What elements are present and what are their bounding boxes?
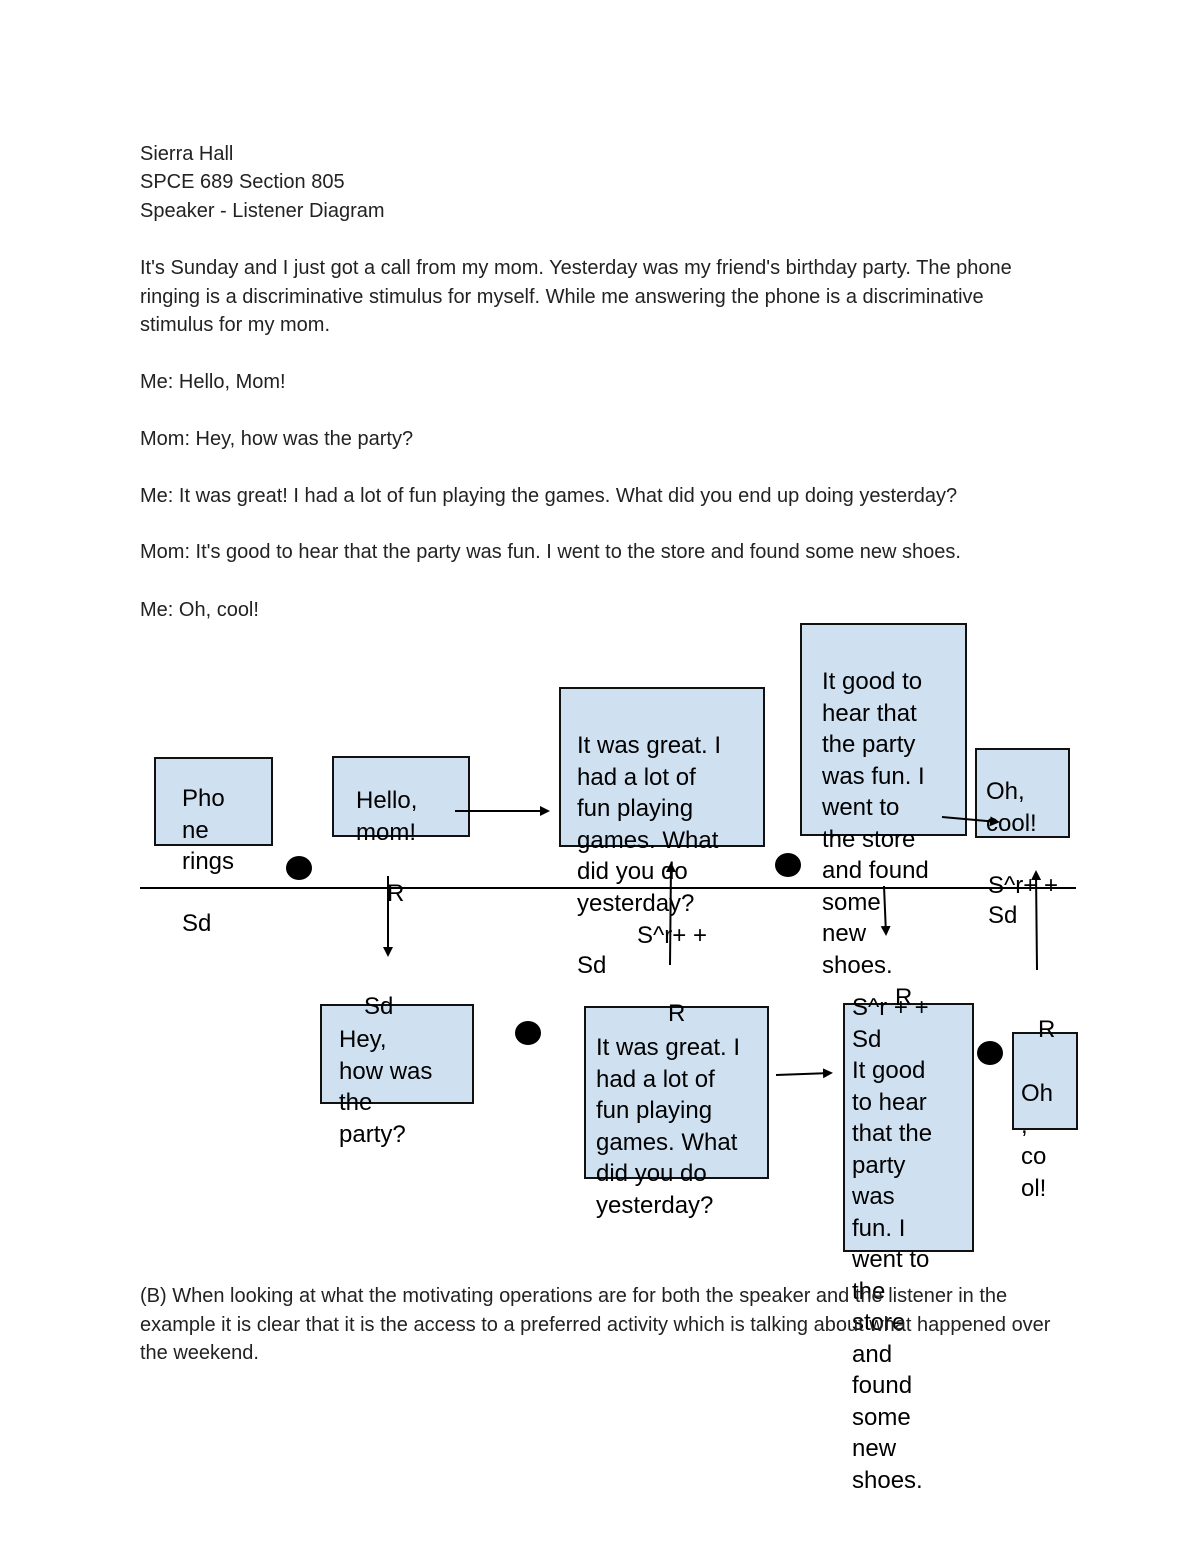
speaker-text-hello: Hello, mom! [356, 787, 418, 846]
dialogue-line: Me: Hello, Mom! [140, 371, 286, 393]
speaker-box-hello [332, 756, 470, 837]
speaker-box-it-was-great [559, 687, 765, 847]
label-r: R [895, 984, 913, 1011]
arrow-right [775, 1068, 833, 1079]
dot-marker [515, 1021, 541, 1045]
dialogue-line: Me: It was great! I had a lot of fun pla… [140, 485, 958, 507]
dialogue-line: Mom: It's good to hear that the party wa… [140, 541, 961, 563]
listener-box-hey [320, 1004, 474, 1104]
speaker-box-phone-rings [154, 757, 273, 846]
label-r: R [668, 1000, 686, 1027]
label-sd: Sd [577, 952, 607, 979]
label-r: R [1038, 1016, 1056, 1043]
dialogue-line: Mom: Hey, how was the party? [140, 428, 414, 450]
speaker-text-it-was-great: It was great. I had a lot of fun playing… [577, 732, 722, 917]
listener-box-it-was-great [584, 1006, 769, 1179]
speaker-text-phone-rings: Pho ne rings [182, 785, 235, 875]
dot-marker [775, 853, 801, 877]
label-sr: S^r+ + [988, 872, 1058, 899]
listener-text-it-was-great: It was great. I had a lot of fun playing… [596, 1034, 741, 1219]
document-title: Speaker - Listener Diagram [140, 200, 385, 222]
conclusion-paragraph: (B) When looking at what the motivating … [140, 1285, 1051, 1364]
course-line: SPCE 689 Section 805 [140, 171, 345, 193]
speaker-box-it-good [800, 623, 967, 836]
listener-text-oh-cool: Oh , co ol! [1021, 1080, 1054, 1202]
listener-box-it-good [843, 1003, 974, 1252]
label-sd: Sd [364, 993, 394, 1020]
listener-box-oh-cool [1012, 1032, 1078, 1130]
dot-marker [977, 1041, 1003, 1065]
dot-marker [286, 856, 312, 880]
listener-text-it-good: S^r + + Sd It good to hear that the part… [852, 994, 933, 1494]
listener-text-hey: Hey, how was the party? [339, 1026, 433, 1148]
intro-paragraph: It's Sunday and I just got a call from m… [140, 257, 1012, 336]
speaker-text-it-good: It good to hear that the party was fun. … [822, 668, 929, 979]
dialogue-line: Me: Oh, cool! [140, 599, 259, 621]
label-r: R [387, 880, 405, 907]
label-sd: Sd [182, 910, 212, 937]
author-name: Sierra Hall [140, 143, 234, 165]
speaker-text-oh-cool: Oh, cool! [986, 778, 1037, 837]
label-sd: Sd [988, 902, 1018, 929]
label-sr: S^r+ + [637, 922, 707, 949]
